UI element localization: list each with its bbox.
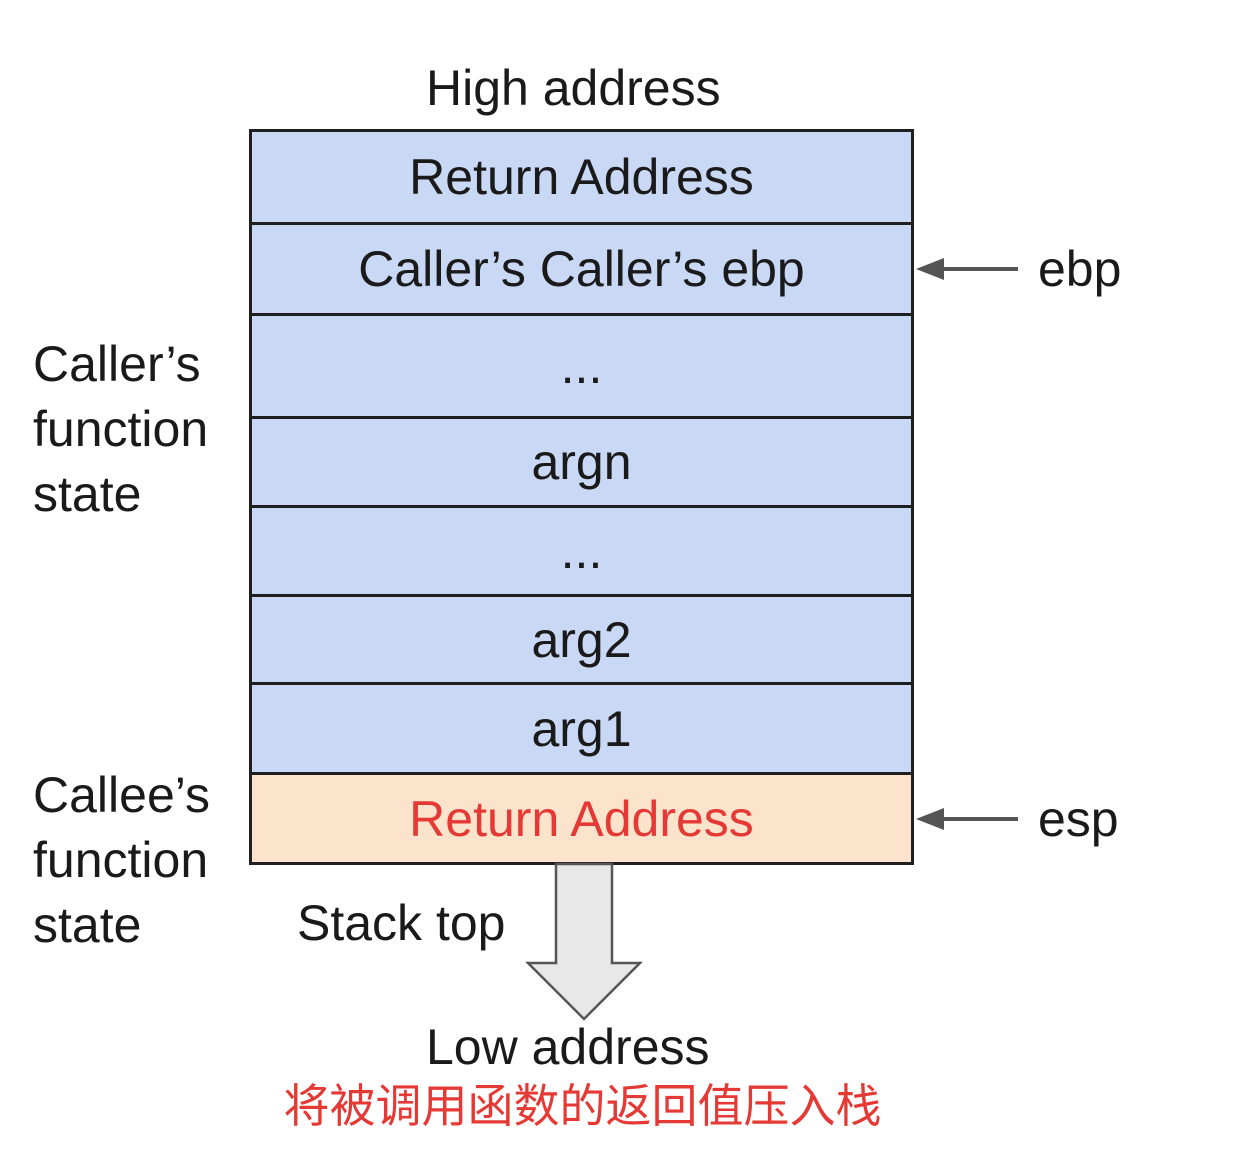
caller-function-state-label: Caller’s function state — [33, 332, 208, 527]
caption: 将被调用函数的返回值压入栈 — [283, 1079, 882, 1133]
caller-state-line-2: function — [33, 401, 209, 457]
callee-state-line-1: Callee’s — [33, 767, 210, 823]
callee-state-line-2: function — [33, 832, 209, 888]
stack-cell-callers-caller-ebp: Caller’s Caller’s ebp — [249, 222, 914, 316]
stack-top-label: Stack top — [297, 895, 506, 951]
stack-cell-text: ... — [560, 523, 603, 579]
stack-cell-text: arg2 — [531, 611, 632, 668]
call-stack: Return Address Caller’s Caller’s ebp ...… — [249, 129, 914, 865]
high-address-label: High address — [426, 60, 721, 116]
stack-cell-text: arg1 — [531, 700, 632, 757]
stack-cell-return-address: Return Address — [249, 129, 914, 225]
stack-cell-text: Caller’s Caller’s ebp — [358, 241, 805, 297]
low-address-label: Low address — [426, 1019, 710, 1075]
stack-cell-callee-return-address: Return Address — [249, 772, 914, 865]
esp-register-label: esp — [1038, 791, 1119, 847]
stack-cell-text: Return Address — [409, 790, 754, 847]
left-arrow-icon — [914, 249, 1018, 289]
stack-cell-ellipsis-lower: ... — [249, 505, 914, 597]
ebp-pointer: ebp — [914, 244, 1121, 294]
stack-cell-text: ... — [560, 338, 603, 394]
stack-cell-arg1: arg1 — [249, 682, 914, 775]
esp-pointer: esp — [914, 794, 1119, 844]
callee-state-line-3: state — [33, 897, 142, 953]
caller-state-line-3: state — [33, 466, 142, 522]
left-arrow-icon — [914, 799, 1018, 839]
ebp-register-label: ebp — [1038, 241, 1122, 297]
stack-cell-argn: argn — [249, 416, 914, 508]
stack-cell-arg2: arg2 — [249, 594, 914, 685]
down-arrow-icon — [524, 862, 644, 1027]
stack-cell-text: argn — [531, 434, 632, 490]
caller-state-line-1: Caller’s — [33, 336, 201, 392]
stack-cell-text: Return Address — [409, 149, 754, 205]
callee-function-state-label: Callee’s function state — [33, 763, 210, 958]
stack-cell-ellipsis-upper: ... — [249, 313, 914, 419]
